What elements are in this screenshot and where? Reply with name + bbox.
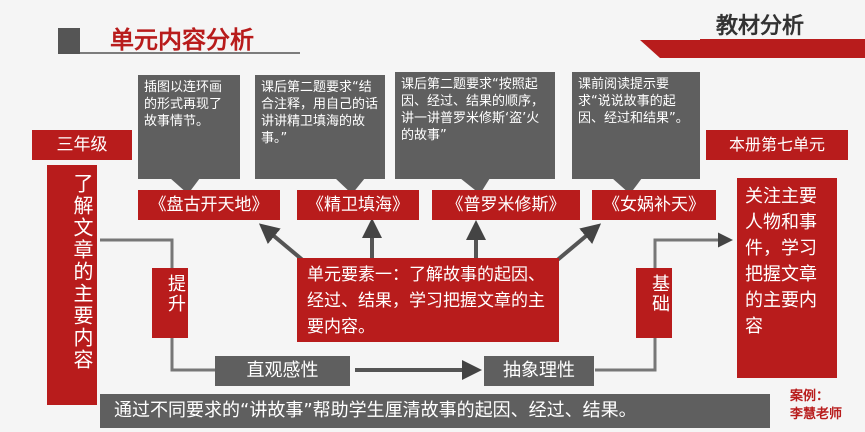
header-marker: [58, 28, 80, 54]
credit-name: 李慧老师: [790, 407, 843, 422]
unit-element-box: 单元要素一：了解故事的起因、经过、结果，学习把握文章的主要内容。: [297, 258, 559, 342]
credit-label: 案例：: [790, 389, 830, 404]
callout-jingwei: 课后第二题要求“结合注释，用自己的话讲讲精卫填海的故事。”: [255, 75, 385, 179]
intuitive-box: 直观感性: [215, 356, 350, 386]
callout-nvwa: 课前阅读提示要求“说说故事的起因、经过和结果”。: [572, 72, 700, 179]
story-jingwei: 《精卫填海》: [297, 190, 419, 220]
header-ribbon: [640, 40, 865, 58]
callout-prometheus: 课后第二题要求“按照起因、经过、结果的顺序，讲一讲普罗米修斯‘盗’火的故事”: [395, 72, 555, 179]
unit-title: 单元内容分析: [110, 26, 254, 54]
story-nvwa: 《女娲补天》: [592, 190, 716, 220]
promote-label: 提升: [152, 268, 188, 338]
abstract-box: 抽象理性: [484, 356, 594, 386]
basis-label: 基础: [636, 268, 672, 338]
unit-label: 本册第七单元: [706, 130, 848, 160]
right-goal: 关注主要人物和事件，学习把握文章的主要内容: [737, 178, 837, 378]
credit: 案例： 李慧老师: [790, 388, 842, 424]
callout-pangu: 插图以连环画的形式再现了故事情节。: [138, 75, 240, 179]
grade-label: 三年级: [32, 130, 132, 160]
story-prometheus: 《普罗米修斯》: [432, 190, 580, 220]
summary-banner: 通过不同要求的“讲故事”帮助学生厘清故事的起因、经过、结果。: [100, 394, 770, 428]
story-pangu: 《盘古开天地》: [138, 190, 280, 220]
left-goal: 了解文章的主要内容: [47, 165, 97, 405]
section-title: 教材分析: [716, 14, 805, 39]
